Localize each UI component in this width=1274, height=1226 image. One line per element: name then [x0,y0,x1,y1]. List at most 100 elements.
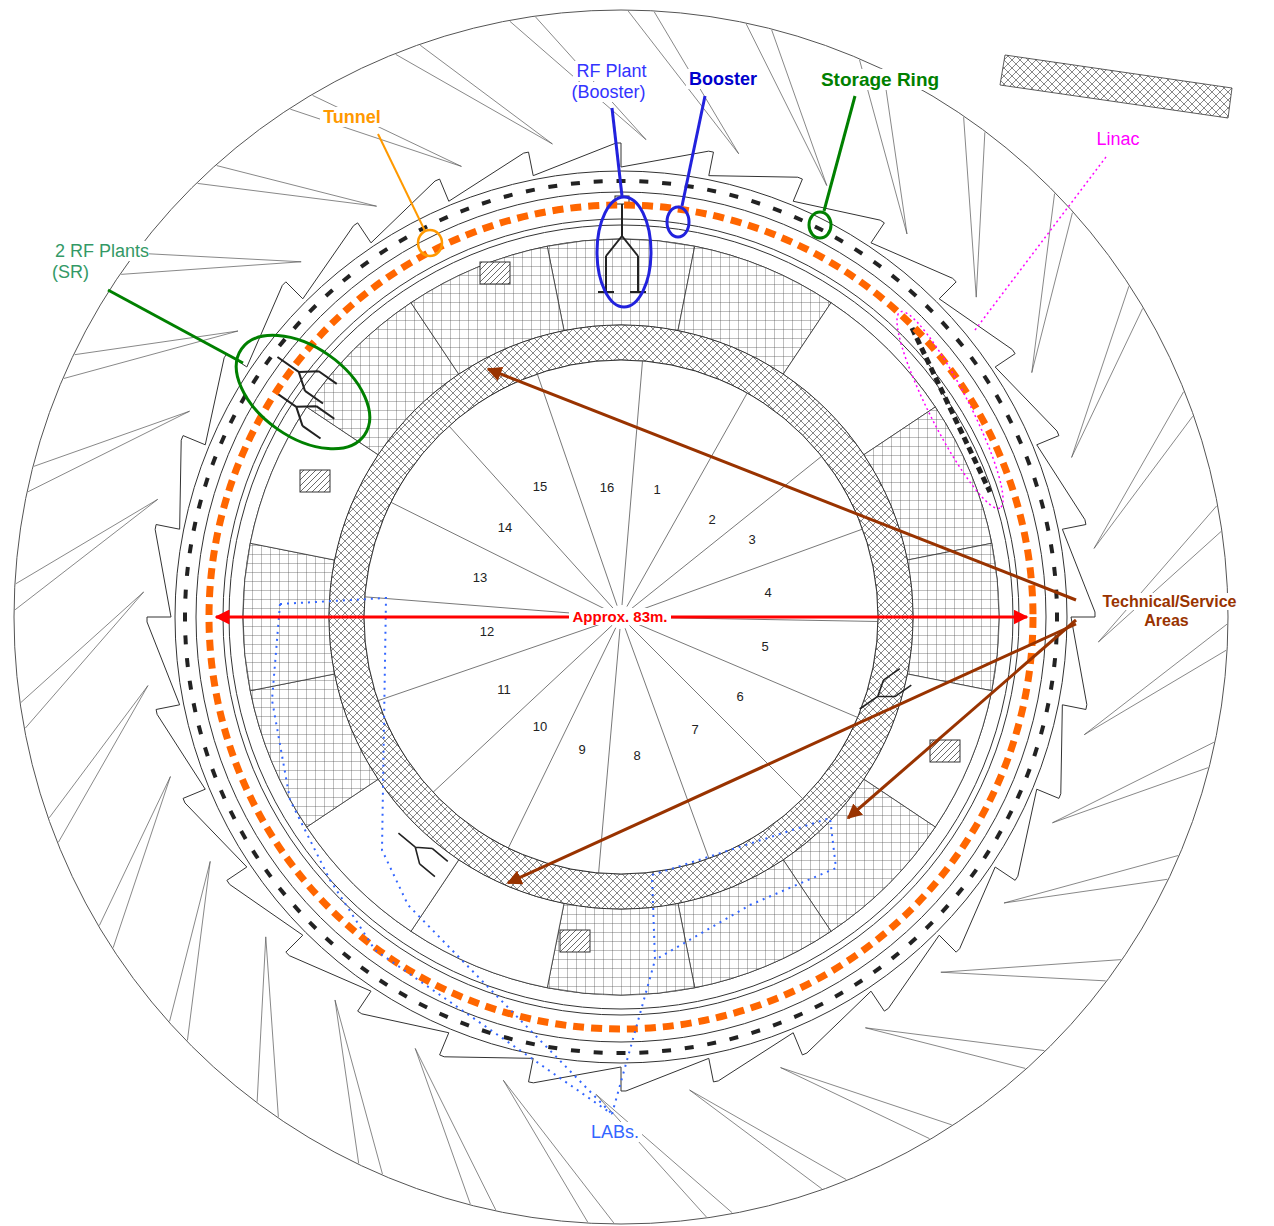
beamline [415,1048,470,1204]
beamline [34,411,190,466]
hatched-room [560,930,590,952]
beamline [420,45,552,144]
magnet-symbol [834,991,844,999]
beamline [64,331,238,378]
highlight-ellipse [809,212,831,238]
sector-number: 13 [470,570,490,585]
magnet-symbol [995,830,1003,840]
sector-number: 2 [705,512,718,527]
magnet-symbol [941,321,950,330]
callout-label: RF Plant (Booster) [571,61,648,102]
beamline [1072,309,1143,458]
callout-label-box: RF Plant (Booster) [560,61,660,103]
magnet-symbol [503,1035,513,1041]
magnet-symbol [571,1048,580,1053]
magnet-symbol [955,338,964,348]
beamline [964,117,977,297]
sector-number: 1 [650,482,663,497]
beamline [883,71,907,234]
magnet-symbol [1025,456,1032,466]
beamline [781,1068,952,1125]
beamline [1004,879,1167,903]
transfer-band [1000,55,1232,118]
beamline [198,183,377,206]
magnet-symbol [594,1050,603,1054]
pointer-arrow [848,620,1076,818]
highlight-ellipse [882,303,1018,517]
magnet-symbol [891,274,901,283]
magnet-symbol [1049,544,1054,554]
sector-number-box: 11 [494,682,514,697]
callout-label-box: LABs. [588,1122,642,1143]
magnet-symbol [188,680,193,690]
magnet-symbol [684,1045,694,1050]
beamline [335,1000,382,1174]
pointer-arrow [508,624,1076,883]
magnet-symbol [639,1050,648,1054]
magnet-symbol [571,181,580,186]
beamline [1004,856,1178,903]
beamline [21,592,144,702]
sector-number-box: 16 [597,480,617,495]
beamline [136,253,301,262]
beamline [49,686,148,818]
magnet-symbol [251,850,259,860]
magnet-symbol [1039,725,1045,735]
magnet-symbol [908,288,917,297]
linac-sections [912,328,990,492]
sector-line [630,456,821,609]
magnet-symbol [219,435,226,445]
magnet-symbol [503,193,513,199]
magnet-symbol [1025,768,1032,778]
magnet-symbol [594,179,603,183]
beamline [313,95,462,166]
magnet-symbol [264,356,273,366]
sector-number: 11 [494,682,514,697]
dimension-label-box: Approx. 83m. [569,608,670,626]
sector-number: 16 [597,480,617,495]
magnet-symbol [398,235,408,243]
sector-number: 10 [530,719,550,734]
magnet-symbol [264,868,273,878]
beamline [690,1090,822,1189]
sector-line [508,628,615,848]
beamline [99,777,170,926]
beamline [1094,416,1193,548]
beamline [16,499,158,583]
magnet-symbol [1049,680,1054,690]
magnet-symbol [342,951,352,960]
magnet-symbol [1045,703,1051,713]
sector-line [391,502,610,611]
magnet-symbol [185,567,190,576]
rf-plant-symbols [392,825,448,876]
tunnel-walls [175,171,1067,1063]
beamline [187,861,210,1040]
beamline [1094,392,1184,549]
magnet-symbol [955,887,964,897]
beamline [1052,768,1208,823]
magnet-symbol [1032,747,1039,757]
hatched-room [300,470,330,492]
beamline [335,1000,359,1163]
magnet-symbol [203,747,210,757]
magnet-symbol [292,321,301,330]
magnet-symbol [617,1051,626,1055]
hatched-room [480,262,510,284]
beamline [503,1080,587,1222]
sector-number-box: 5 [758,639,771,654]
sector-number: 6 [733,689,746,704]
sector-number-box: 2 [705,512,718,527]
outer-wall [147,143,1095,1091]
magnet-symbol [1016,435,1023,445]
magnet-symbol [548,184,558,189]
sector-number-box: 8 [630,748,643,763]
sector-number-box: 7 [688,722,701,737]
beamline [1052,742,1213,823]
magnet-symbol [398,991,408,999]
magnet-symbol [1052,658,1057,667]
callout-label: LABs. [588,1122,642,1142]
sector-number-box: 1 [650,482,663,497]
magnet-symbol [197,725,203,735]
